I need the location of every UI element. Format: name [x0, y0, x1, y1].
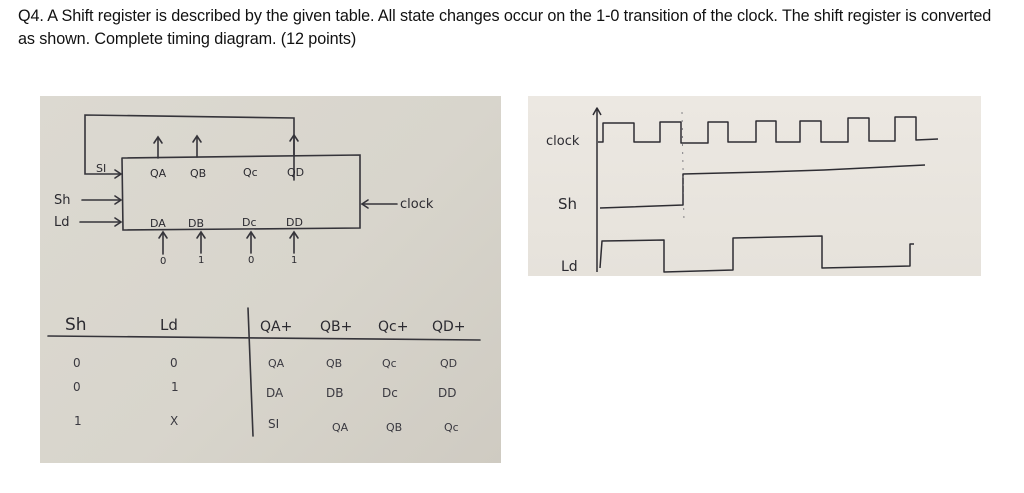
- svg-text:SI: SI: [268, 417, 279, 431]
- table-header-qb-next: QB+: [320, 319, 352, 335]
- circuit-photo: SI QA QB Qc QD DA DB Dc DD 0 1 0 1 Sh Ld…: [40, 96, 501, 463]
- svg-text:DD: DD: [438, 386, 456, 400]
- dd-label: DD: [286, 216, 303, 229]
- db-label: DB: [188, 217, 204, 230]
- table-header-qa-next: QA+: [260, 319, 292, 335]
- svg-text:0: 0: [73, 356, 81, 370]
- da-value: 0: [160, 256, 166, 267]
- svg-text:0: 0: [73, 380, 81, 394]
- qd-label: QD: [287, 166, 304, 179]
- timing-diagram-photo: clock Sh Ld: [528, 96, 981, 276]
- qa-label: QA: [150, 167, 167, 180]
- db-value: 1: [198, 255, 204, 266]
- timing-diagram: clock Sh Ld: [546, 107, 939, 275]
- dc-value: 0: [248, 255, 254, 266]
- table-row: 0 1 DA DB Dc DD: [73, 380, 456, 400]
- table-header-qc-next: Qc+: [378, 319, 408, 335]
- table-header-ld: Ld: [160, 316, 178, 334]
- svg-text:QB: QB: [326, 357, 342, 370]
- clock-input-label: clock: [400, 197, 434, 212]
- table-row: 0 0 QA QB Qc QD: [73, 356, 457, 370]
- qb-label: QB: [190, 167, 206, 180]
- svg-text:0: 0: [170, 356, 178, 370]
- sh-signal-label: Sh: [558, 195, 577, 213]
- si-label: SI: [96, 162, 106, 175]
- question-text: Q4. A Shift register is described by the…: [18, 7, 992, 48]
- svg-text:DA: DA: [266, 386, 284, 400]
- svg-text:Dc: Dc: [382, 386, 398, 400]
- ld-signal-label: Ld: [561, 259, 578, 275]
- sh-waveform: [599, 164, 926, 209]
- svg-text:1: 1: [74, 414, 82, 428]
- svg-text:QA: QA: [332, 421, 349, 434]
- svg-text:1: 1: [171, 380, 179, 394]
- dc-label: Dc: [242, 216, 257, 229]
- svg-text:X: X: [170, 414, 178, 428]
- sh-input-label: Sh: [54, 193, 71, 208]
- dd-value: 1: [291, 255, 297, 266]
- svg-text:Qc: Qc: [444, 421, 459, 434]
- svg-text:QA: QA: [268, 357, 285, 370]
- svg-text:QB: QB: [386, 421, 402, 434]
- svg-text:DB: DB: [326, 386, 343, 400]
- svg-text:QD: QD: [440, 357, 457, 370]
- clock-waveform: [598, 116, 939, 144]
- ld-waveform: [599, 235, 914, 273]
- qc-label: Qc: [243, 166, 258, 179]
- table-header-sh: Sh: [65, 315, 87, 335]
- da-label: DA: [150, 217, 166, 230]
- circuit-drawing: SI QA QB Qc QD DA DB Dc DD 0 1 0 1 Sh Ld…: [47, 114, 481, 437]
- clock-signal-label: clock: [546, 134, 580, 149]
- table-header-qd-next: QD+: [432, 319, 466, 335]
- ld-input-label: Ld: [54, 215, 70, 230]
- table-row: 1 X SI QA QB Qc: [74, 414, 459, 434]
- svg-text:Qc: Qc: [382, 357, 397, 370]
